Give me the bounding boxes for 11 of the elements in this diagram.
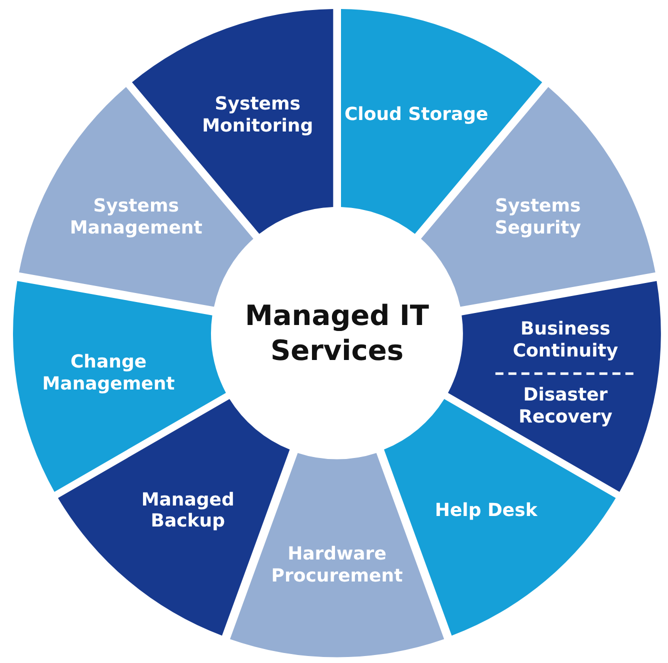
segment-label: Systems Management — [68, 195, 204, 239]
segment-label: Hardware Procurement — [270, 543, 404, 587]
segment-label: Help Desk — [434, 500, 538, 522]
center-title: Managed IT Services — [244, 298, 430, 368]
segment-label: Business Continuity — [512, 318, 620, 362]
segment-label: Systems Monitoring — [201, 93, 314, 137]
segment-label: Managed Backup — [140, 489, 236, 532]
segment-label: Cloud Storage — [343, 104, 490, 126]
segment-label: Systems Segurity — [494, 195, 582, 239]
segment-label: Change Management — [41, 352, 176, 395]
segment-label: Disaster Recovery — [518, 384, 614, 428]
